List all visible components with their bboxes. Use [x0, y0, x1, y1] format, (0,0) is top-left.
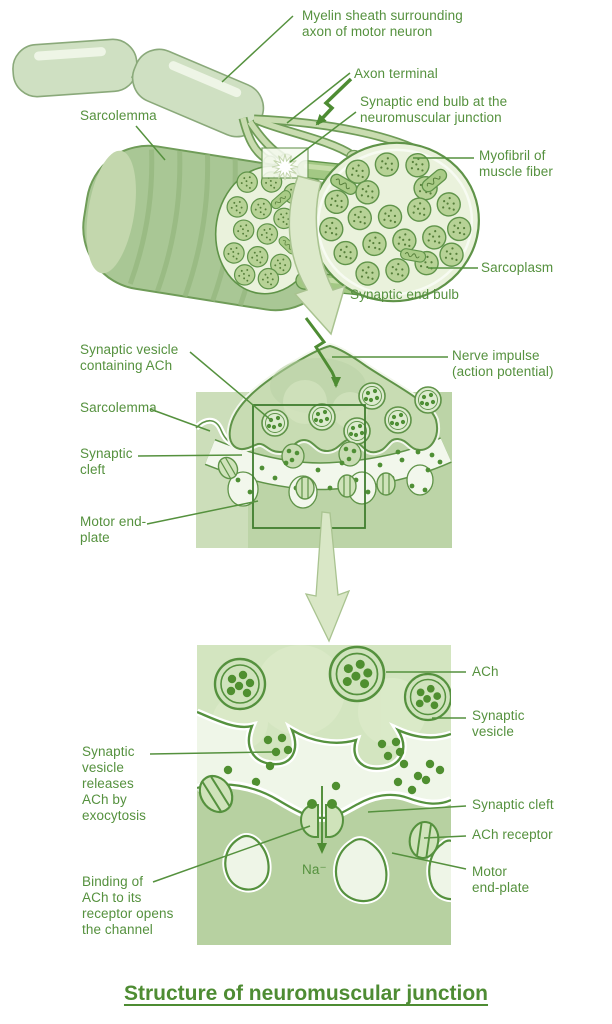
label-binding: Binding of ACh to its receptor opens the…	[82, 874, 174, 937]
label-sarcolemma-mid: Sarcolemma	[80, 400, 157, 415]
junctional-folds	[222, 833, 451, 905]
nerve-impulse-arrow	[304, 317, 341, 388]
label-synaptic-end-bulb: Synaptic end bulb	[350, 287, 460, 302]
label-na-ion: Na⁻	[302, 862, 327, 877]
open-channel	[299, 786, 345, 854]
zoom-box	[252, 404, 366, 529]
nmj-highlight-box	[261, 147, 309, 181]
label-sarcolemma-top: Sarcolemma	[80, 108, 157, 123]
junction-closeup-illustration	[197, 645, 451, 945]
label-sarcoplasm: Sarcoplasm	[481, 260, 554, 275]
cleft-and-endplate	[204, 437, 452, 509]
zoom-arrow-2	[304, 511, 351, 643]
leader-lines	[135, 15, 478, 883]
end-bulb	[226, 342, 442, 469]
label-vesicle-releases: Synaptic vesicle releases ACh by exocyto…	[82, 744, 147, 823]
myelin-capsule-1	[12, 38, 138, 98]
label-synaptic-cleft: Synaptic cleft	[472, 797, 554, 812]
label-axon-terminal: Axon terminal	[354, 66, 438, 81]
synaptic-end-bulb-illustration	[193, 317, 452, 643]
label-nerve-impulse: Nerve impulse (action potential)	[452, 348, 554, 379]
label-ach: ACh	[472, 664, 499, 679]
label-synaptic-vesicle-ach: Synaptic vesicle containing ACh	[80, 342, 179, 373]
label-motor-end-plate: Motor end-plate	[472, 864, 530, 895]
myelin-capsule-2	[131, 48, 265, 138]
label-myofibril: Myofibril of muscle fiber	[479, 148, 553, 179]
label-synaptic-vesicle: Synaptic vesicle	[472, 708, 525, 739]
label-synaptic-end-bulb-nmj: Synaptic end bulb at the neuromuscular j…	[360, 94, 508, 125]
motor-neuron-illustration	[12, 38, 480, 336]
label-ach-receptor: ACh receptor	[472, 827, 553, 842]
diagram-title: Structure of neuromuscular junction	[123, 982, 489, 1005]
label-motor-end-plate-mid: Motor end- plate	[80, 514, 147, 545]
label-myelin-sheath: Myelin sheath surrounding axon of motor …	[302, 8, 463, 39]
impulse-arrow-top	[315, 77, 353, 126]
label-synaptic-cleft-mid: Synaptic cleft	[80, 446, 133, 477]
zoom-arrow-1	[288, 175, 347, 336]
